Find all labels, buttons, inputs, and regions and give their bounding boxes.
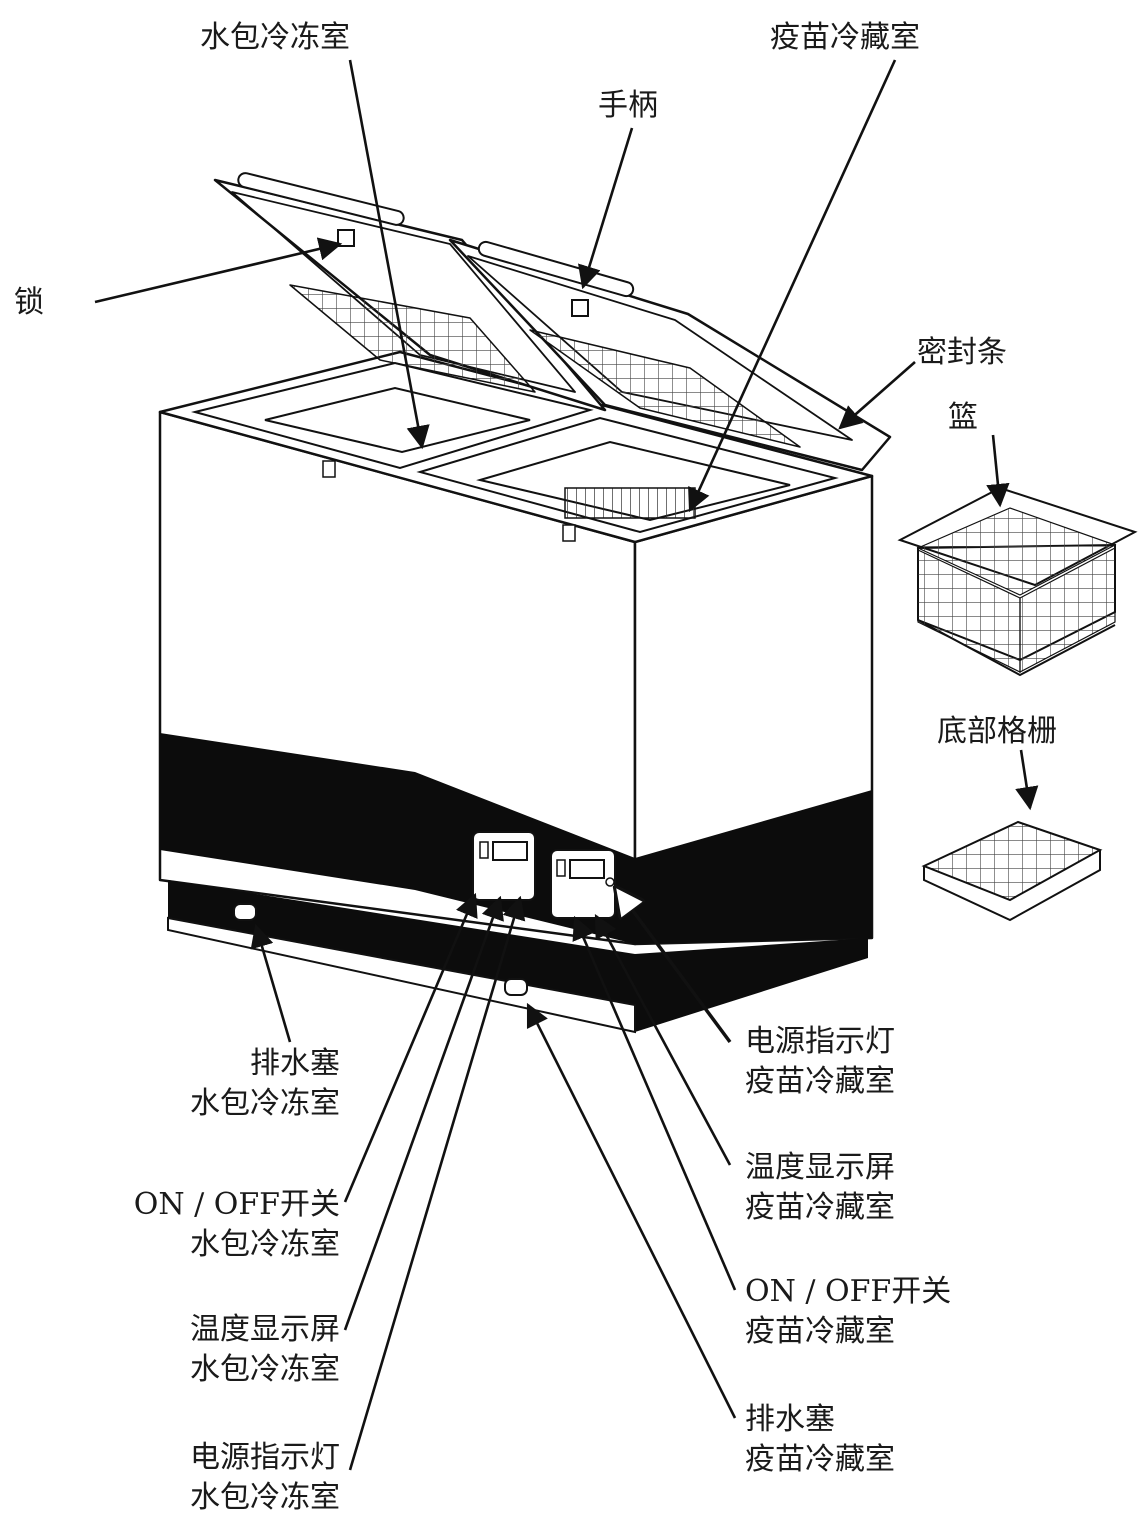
arrow-temp-fridge (594, 913, 732, 1166)
arrow-drain-freezer (250, 923, 292, 1043)
arrow-onoff-freezer (343, 892, 478, 1203)
inner-basket (564, 487, 696, 519)
hinge (322, 460, 336, 478)
handle-bar (237, 172, 405, 226)
arrow-lock (94, 237, 343, 304)
control-panel-fridge (550, 849, 616, 919)
lock-knob (337, 229, 355, 247)
arrow-basket (986, 434, 1010, 508)
arrow-temp-freezer (343, 895, 504, 1331)
lock-knob (571, 299, 589, 317)
arrow-drain-fridge (526, 1002, 737, 1419)
arrow-seal (838, 361, 916, 430)
basket-accessory (897, 486, 1138, 677)
control-panel-freezer (472, 831, 536, 901)
drain-plug-fridge (504, 978, 528, 996)
drain-plug-freezer (233, 903, 257, 921)
hinge (562, 524, 576, 542)
lid-freezer (213, 178, 607, 412)
arrow-onoff-fridge (572, 915, 737, 1291)
arrow-power-fridge (616, 888, 732, 1044)
arrow-power-freezer (348, 895, 526, 1471)
arrow-bottom-grid (1015, 749, 1039, 811)
bottom-grid-accessory (921, 820, 1103, 922)
arrow-water-pack-freezer (348, 59, 430, 450)
leader-lines (94, 59, 1039, 1471)
arrow-handle (578, 127, 634, 290)
base-plinth (167, 880, 868, 1034)
arrow-vaccine-fridge (688, 59, 897, 513)
